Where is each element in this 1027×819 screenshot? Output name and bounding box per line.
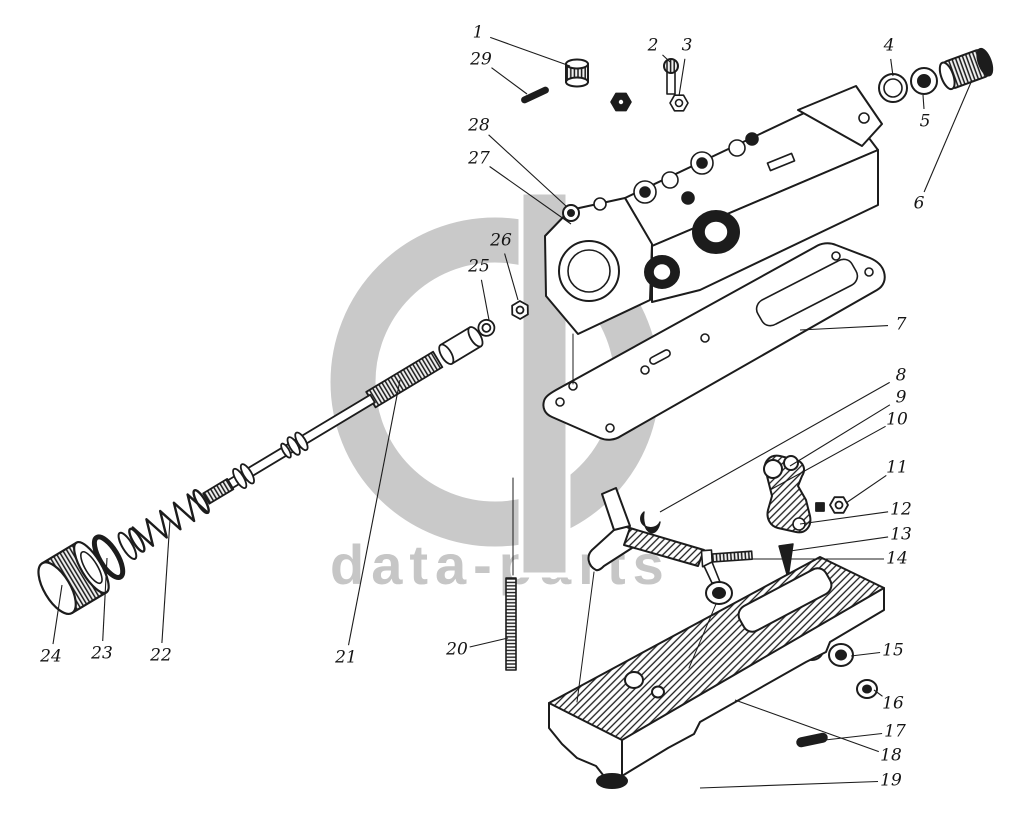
lower-housing	[548, 556, 885, 789]
lever-assembly	[587, 454, 849, 605]
plug-part-1	[565, 58, 589, 88]
leader-line-21	[347, 379, 401, 646]
leader-line-25	[480, 279, 490, 321]
leader-line-19	[699, 780, 879, 789]
right-seal-set	[878, 47, 994, 103]
leader-line-8	[659, 381, 890, 513]
nut-part-3	[669, 94, 689, 112]
alignment-lines	[512, 333, 717, 703]
leader-line-26	[504, 253, 519, 301]
leader-line-4	[890, 58, 894, 77]
cap-part-24	[37, 541, 110, 615]
leader-line-1	[490, 36, 571, 67]
leader-line-7	[799, 325, 889, 331]
pin-part-29	[521, 86, 549, 104]
leader-line-27	[489, 166, 572, 225]
leader-line-24	[52, 584, 63, 645]
leader-line-17	[824, 732, 883, 741]
crescent-key	[640, 511, 661, 534]
washer-part-15	[828, 643, 854, 667]
nut-part-11	[815, 496, 849, 514]
washer-part-16	[856, 679, 878, 699]
leader-line-18	[734, 699, 879, 753]
leader-line-16	[873, 689, 883, 697]
leader-line-11	[845, 474, 887, 504]
spring-part-20	[505, 577, 517, 671]
leader-line-10	[769, 425, 886, 491]
bolt-part-14	[700, 549, 753, 568]
spool-assembly	[37, 300, 529, 615]
leader-line-20	[469, 637, 509, 648]
leader-line-2	[662, 54, 671, 63]
bolt-part-2	[663, 58, 679, 95]
leader-line-23	[102, 557, 108, 642]
dark-nut	[610, 92, 632, 112]
leader-lines	[52, 36, 973, 789]
pointed-pin	[778, 543, 794, 579]
pin-part-17	[796, 732, 828, 748]
leader-line-28	[488, 134, 567, 207]
leader-line-3	[678, 58, 686, 97]
leader-line-5	[922, 94, 925, 110]
gasket-plate	[542, 242, 886, 441]
leader-line-29	[491, 67, 528, 95]
pivot-eye	[703, 561, 733, 605]
valve-body	[544, 85, 883, 335]
leader-line-12	[799, 511, 889, 525]
leader-line-9	[789, 404, 891, 467]
top-fasteners	[521, 58, 689, 112]
leader-line-15	[850, 651, 881, 657]
plug-part-6	[938, 47, 994, 91]
leader-line-13	[789, 536, 889, 552]
leader-line-22	[161, 519, 171, 644]
leader-line-6	[923, 79, 973, 193]
